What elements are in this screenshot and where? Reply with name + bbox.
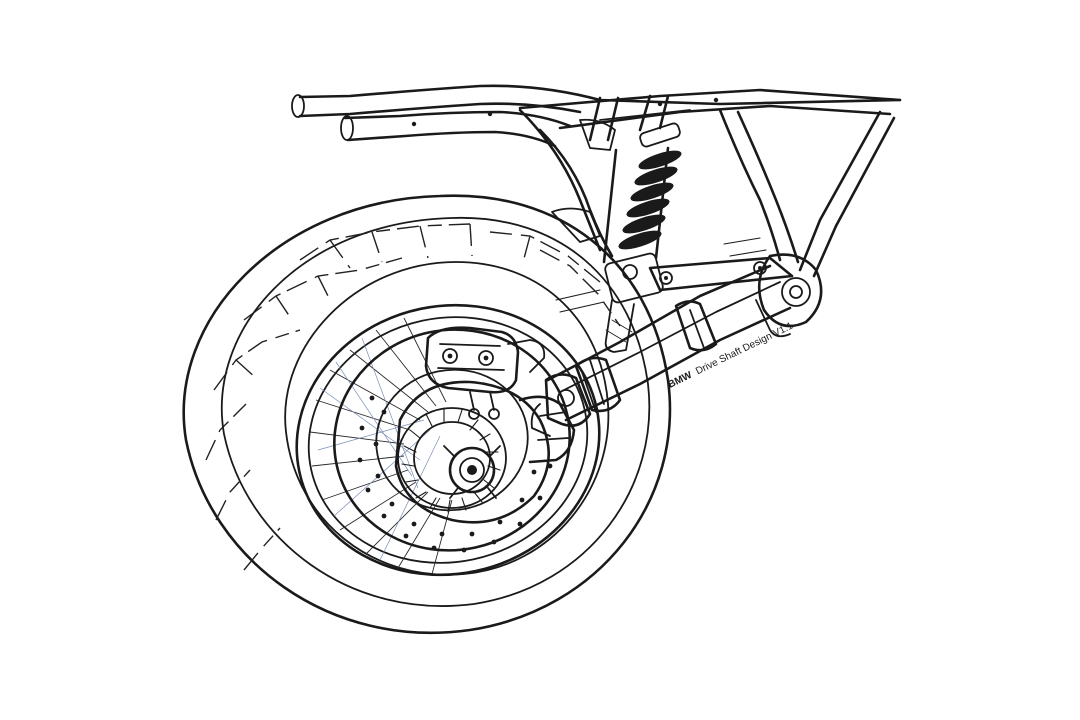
final-drive-housing	[394, 380, 576, 524]
rear-wheel	[182, 194, 672, 635]
disc-holes	[357, 395, 553, 553]
shock-spring	[618, 150, 682, 250]
axle-hub	[443, 445, 501, 499]
linkage	[648, 256, 794, 292]
drive-shaft-marking: BMW Drive Shaft Design V1.1	[666, 320, 795, 390]
drive-shaft-brand: BMW	[666, 370, 694, 391]
detail-lines	[555, 237, 767, 343]
rear-subframe	[291, 84, 902, 278]
shock-absorber	[602, 122, 682, 353]
drive-shaft-swingarm: BMW Drive Shaft Design V1.1	[530, 264, 795, 437]
bevel-gear	[397, 407, 507, 513]
wheel-spokes	[309, 317, 453, 575]
universal-joint	[530, 373, 592, 437]
brake-caliper	[424, 326, 546, 420]
rear-tire	[182, 194, 672, 635]
swingarm-pivot	[755, 253, 823, 338]
